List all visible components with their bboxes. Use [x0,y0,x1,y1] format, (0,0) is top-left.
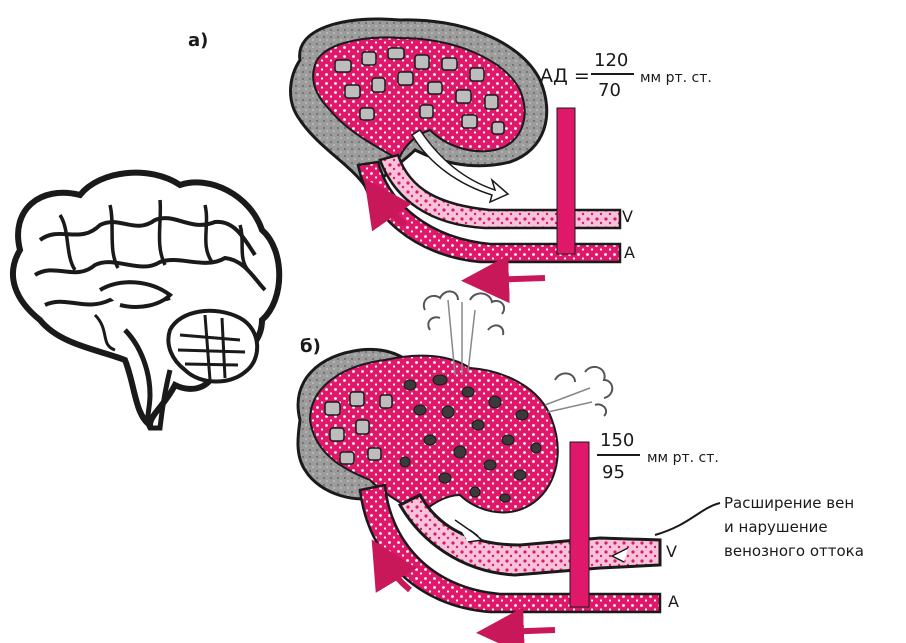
panel-b-systolic: 150 [600,430,634,451]
panel-b-letter: б) [300,336,321,357]
panel-b-vein-dilated [400,495,660,575]
panel-a-systolic: 120 [594,50,628,71]
panel-b-pressure-bar [570,442,589,607]
panel-a-red-arrow-bottom [485,278,545,280]
panel-b-diastolic: 95 [602,462,625,483]
panel-b-artery-label: A [668,592,679,611]
brain-sagittal-illustration [13,173,279,428]
panel-b-red-arrow-bottom [500,630,555,632]
panel-b-annotation-line3: венозного оттока [724,542,864,560]
panel-a-unit: мм рт. ст. [640,70,712,86]
panel-a-pressure-bar [557,108,575,254]
panel-b-annotation-line1: Расширение вен [724,494,854,512]
panel-b-vein-label: V [666,542,677,561]
panel-a-diastolic: 70 [598,80,621,101]
panel-a-vein-label: V [622,207,633,226]
panel-b-annotation-leader [655,503,720,535]
panel-b-annotation-line2: и нарушение [724,518,828,536]
panel-b-unit: мм рт. ст. [647,450,719,466]
panel-b: б) 150 95 мм рт. ст. V A Расширение вен … [298,291,864,632]
panel-a-letter: а) [188,30,208,51]
panel-a-artery-label: A [624,243,635,262]
panel-a-pressure-prefix: АД = [540,65,590,87]
